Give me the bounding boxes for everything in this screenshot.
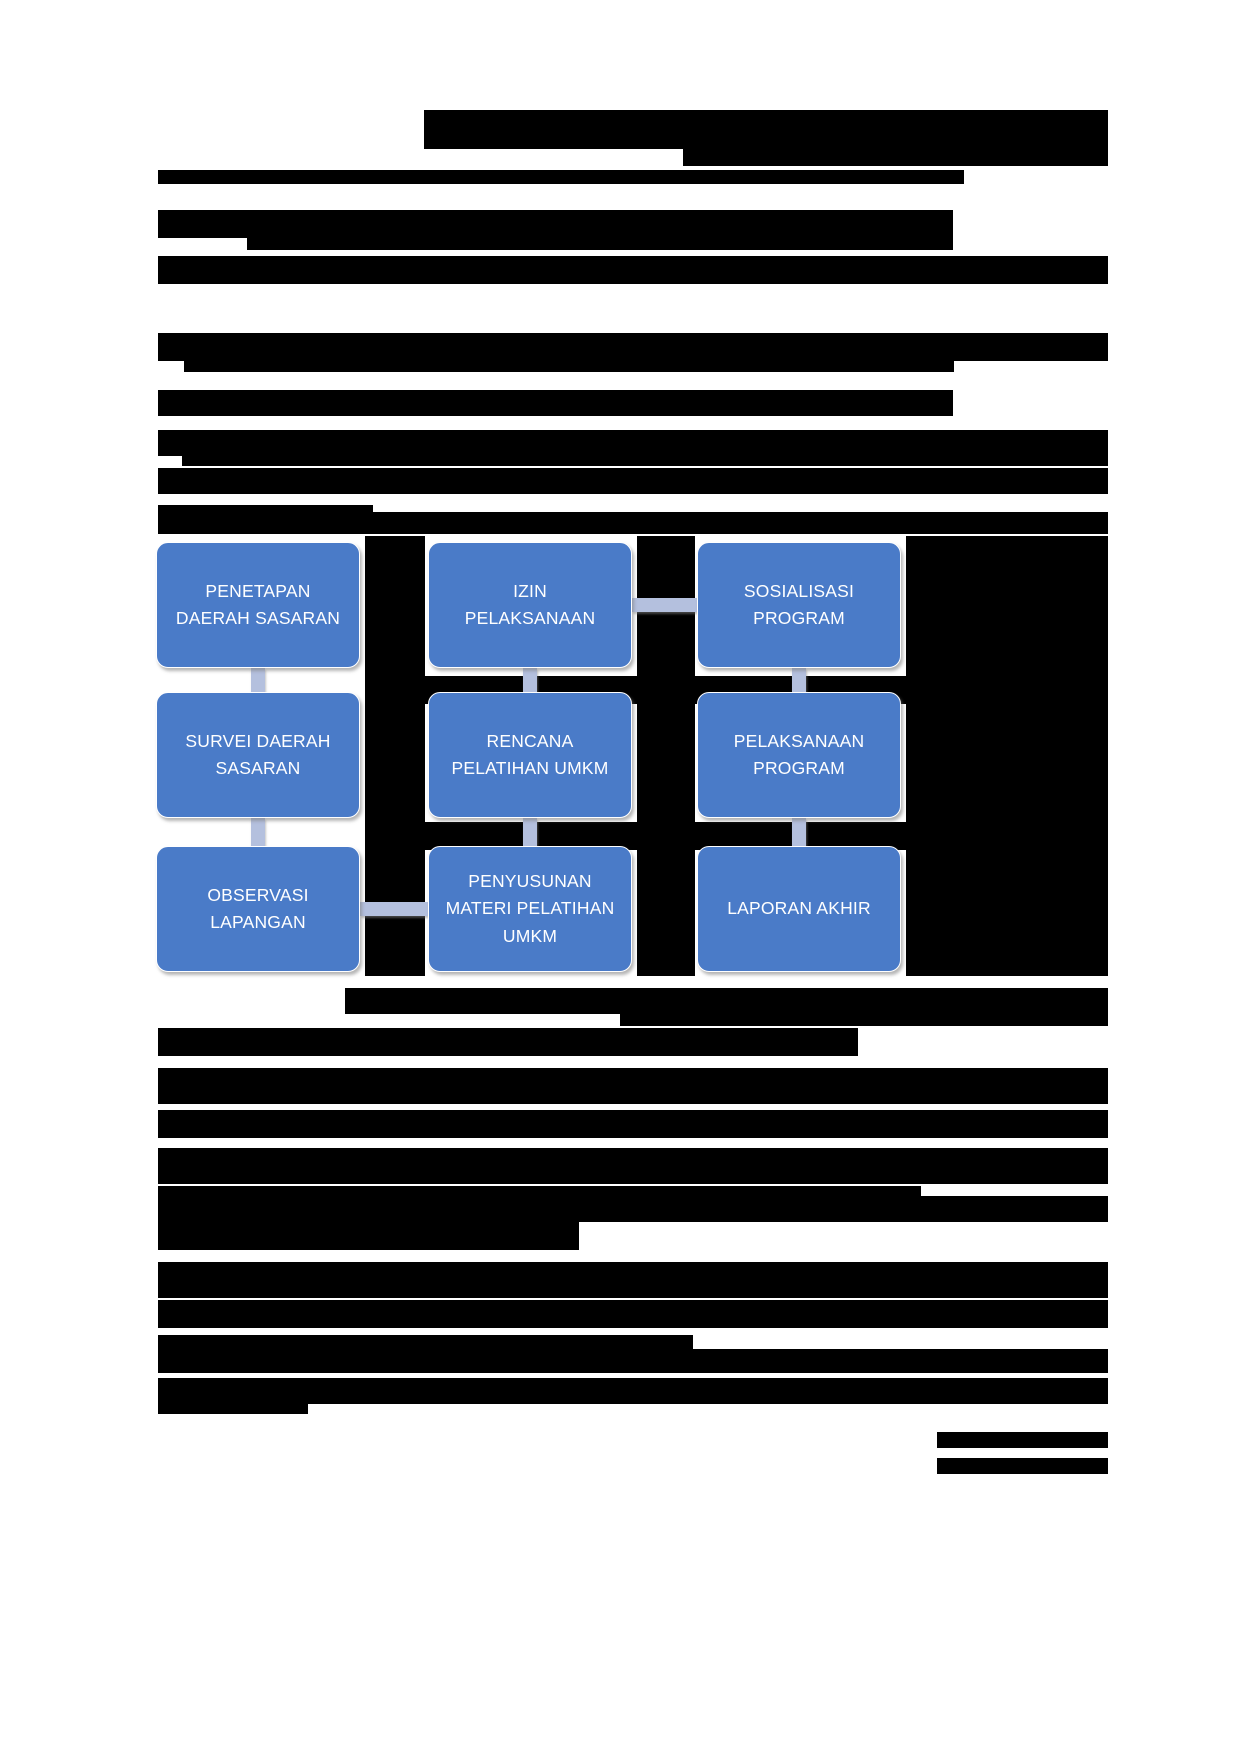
flow-connector-n2-n3 <box>632 598 697 612</box>
redacted-text-bar <box>287 1276 1108 1298</box>
flow-connector-n3-n6 <box>792 668 806 692</box>
redacted-text-bar <box>424 123 683 149</box>
redacted-text-bar <box>158 1300 1108 1328</box>
redacted-text-bar <box>158 1082 334 1104</box>
redacted-text-bar <box>620 1002 1108 1026</box>
redacted-text-bar <box>158 1378 1108 1404</box>
flow-node-n3: SOSIALISASI PROGRAM <box>697 542 901 668</box>
redacted-text-bar <box>184 348 954 372</box>
redacted-text-bar <box>906 536 1108 684</box>
flow-node-n9: LAPORAN AKHIR <box>697 846 901 972</box>
redacted-text-bar <box>158 1110 1108 1138</box>
redacted-text-bar <box>906 684 1108 829</box>
flow-connector-n5-n2 <box>523 668 537 692</box>
redacted-text-bar <box>158 1162 242 1184</box>
flow-node-n6: PELAKSANAAN PROGRAM <box>697 692 901 818</box>
redacted-text-bar <box>158 170 964 184</box>
redacted-text-bar <box>333 1082 1108 1104</box>
flow-node-n1: PENETAPAN DAERAH SASARAN <box>156 542 360 668</box>
flow-connector-n7-n8 <box>360 902 428 916</box>
redacted-text-bar <box>683 136 1108 166</box>
flow-node-n5: RENCANA PELATIHAN UMKM <box>428 692 632 818</box>
redacted-text-bar <box>158 256 1108 284</box>
redacted-text-bar <box>158 1200 308 1222</box>
flow-connector-n6-n9 <box>792 818 806 846</box>
flow-node-n2: IZIN PELAKSANAAN <box>428 542 632 668</box>
redacted-text-bar <box>158 512 1108 534</box>
redacted-text-bar <box>308 1200 1108 1222</box>
flow-connector-n4-n7 <box>251 818 265 846</box>
flow-node-n7: OBSERVASI LAPANGAN <box>156 846 360 972</box>
redacted-text-bar <box>247 226 953 250</box>
redacted-text-bar <box>158 390 953 416</box>
redacted-text-bar <box>937 1432 1108 1448</box>
redacted-text-bar <box>164 1222 579 1246</box>
flow-node-n8: PENYUSUNAN MATERI PELATIHAN UMKM <box>428 846 632 972</box>
redacted-text-bar <box>158 1028 858 1056</box>
redacted-text-bar <box>182 444 1108 466</box>
redacted-text-bar <box>383 822 637 850</box>
redacted-text-bar <box>158 1349 1108 1373</box>
redacted-text-bar <box>937 1458 1108 1474</box>
redacted-text-bar <box>241 1162 1108 1184</box>
redacted-text-bar <box>158 468 1108 494</box>
flow-connector-n8-n5 <box>523 818 537 846</box>
flow-node-n4: SURVEI DAERAH SASARAN <box>156 692 360 818</box>
flow-connector-n1-n4 <box>251 668 265 692</box>
flow-diagram: PENETAPAN DAERAH SASARAN IZIN PELAKSANAAN… <box>150 536 920 976</box>
redacted-text-bar <box>158 1392 308 1414</box>
redacted-text-bar <box>158 1276 288 1298</box>
redacted-text-bar <box>906 829 1108 976</box>
